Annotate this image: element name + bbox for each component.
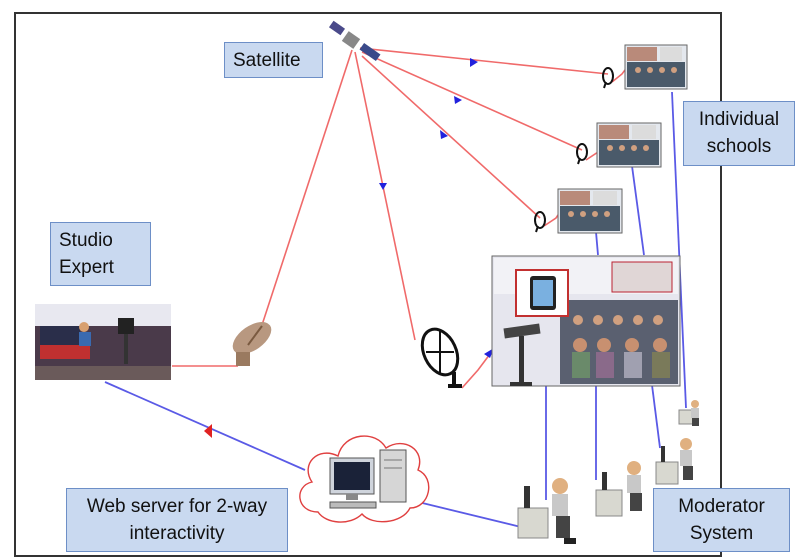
downlink-school-2 xyxy=(361,51,583,151)
web-server-line-2: interactivity xyxy=(129,523,225,544)
studio-expert-line-1: Studio xyxy=(59,230,113,251)
web-server-line-1: Web server for 2-way xyxy=(86,496,268,517)
arrow-web-server xyxy=(204,424,212,438)
dish-antenna-icon xyxy=(420,327,462,388)
tablet-icon xyxy=(515,269,569,317)
downlink-school-3 xyxy=(361,55,541,219)
individual-schools-label: Individual schools xyxy=(683,101,795,166)
arrow-school-1 xyxy=(470,58,478,67)
dish-antenna-icon xyxy=(232,322,272,366)
individual-schools-line-2: schools xyxy=(706,136,772,157)
school-3-to-classroom xyxy=(595,231,599,256)
web-server-to-studio xyxy=(104,381,306,471)
person-at-computer-icon xyxy=(517,478,576,544)
satellite-label: Satellite xyxy=(224,42,323,78)
desktop-computer-icon xyxy=(329,449,407,509)
school-1-to-moderator xyxy=(671,91,687,409)
arrow-school-2 xyxy=(454,96,462,104)
dish-antenna-icon xyxy=(576,143,588,165)
person-at-computer-icon xyxy=(595,461,642,517)
satellite-label-text: Satellite xyxy=(233,50,301,71)
studio-expert-line-2: Expert xyxy=(59,257,114,278)
dish-antenna-icon xyxy=(602,67,614,89)
moderator-system-line-2: System xyxy=(689,523,754,544)
web-server-to-moderator xyxy=(409,499,526,529)
person-at-computer-icon xyxy=(655,438,693,485)
lectern-icon xyxy=(503,323,541,386)
direction-arrows xyxy=(379,58,494,358)
school-2-to-classroom xyxy=(631,165,645,256)
dish-antenna-icon xyxy=(534,211,546,233)
uplink-studio-dish xyxy=(261,49,353,326)
classroom-photo-icon xyxy=(596,122,662,168)
satellite-icon xyxy=(328,20,381,62)
arrow-main-dish xyxy=(379,183,387,190)
studio-photo-icon xyxy=(35,304,171,380)
moderator-system-line-1: Moderator xyxy=(678,496,765,517)
classroom-photo-icon xyxy=(557,188,623,234)
classroom-photo-icon xyxy=(624,44,688,90)
downlink-school-1 xyxy=(359,47,609,75)
network-links xyxy=(104,91,687,529)
downlink-main-dish xyxy=(354,51,416,341)
web-server-label: Web server for 2-way interactivity xyxy=(66,488,288,552)
main-dish-to-classroom xyxy=(461,353,491,389)
moderator-system-label: Moderator System xyxy=(653,488,790,552)
individual-schools-line-1: Individual xyxy=(698,109,780,130)
classroom-to-moderator-3 xyxy=(651,384,661,449)
arrow-school-3 xyxy=(440,130,448,139)
person-at-computer-icon xyxy=(678,400,699,426)
studio-expert-label: Studio Expert xyxy=(50,222,151,286)
